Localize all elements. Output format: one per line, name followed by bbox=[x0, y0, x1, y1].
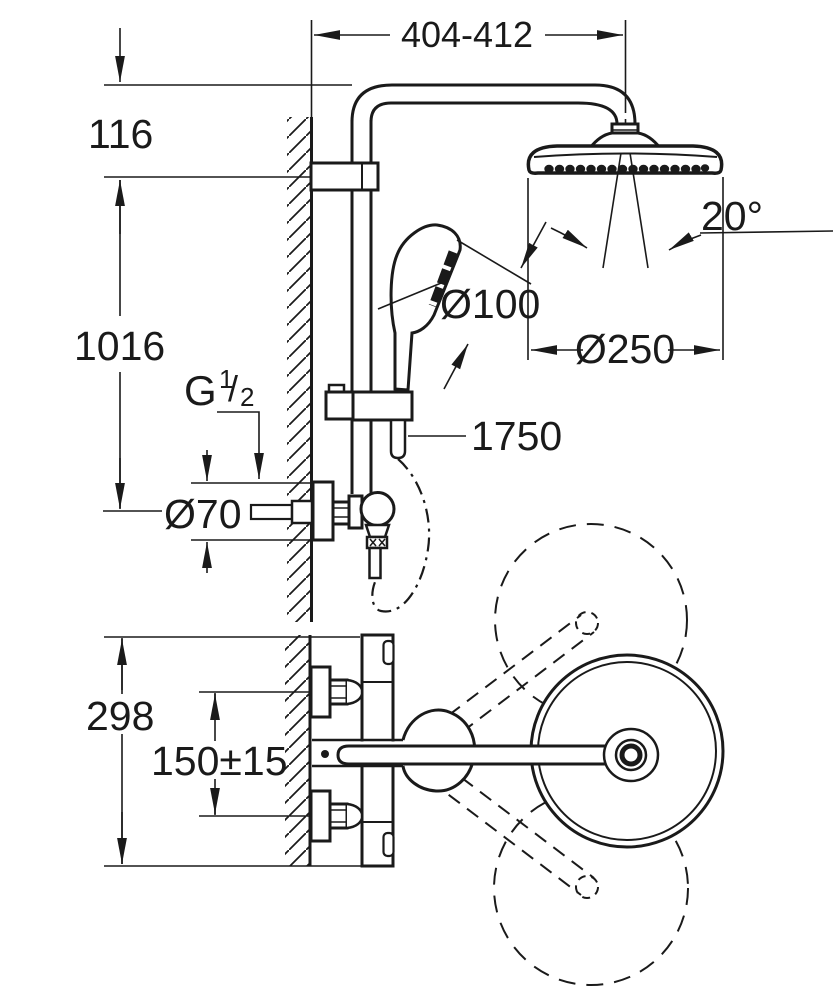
plan-view bbox=[104, 523, 725, 986]
front-view bbox=[103, 20, 834, 622]
dim-150-label: 150±15 bbox=[151, 738, 288, 784]
shower-arm bbox=[350, 83, 637, 125]
dim-escutcheon-label: Ø70 bbox=[164, 491, 242, 537]
dim-298-label: 298 bbox=[86, 693, 154, 739]
wall-front bbox=[287, 20, 313, 622]
dim-thread-leader bbox=[217, 411, 264, 479]
dim-hand-diameter-label: Ø100 bbox=[440, 281, 540, 327]
dim-head-diameter bbox=[527, 177, 724, 360]
dim-thread-label: G 1 / 2 bbox=[184, 364, 254, 414]
dim-supply-150 bbox=[199, 691, 311, 817]
hand-shower bbox=[389, 223, 462, 392]
diverter-knob bbox=[359, 491, 396, 527]
spray-cone bbox=[550, 152, 834, 269]
dim-body-298 bbox=[104, 636, 381, 867]
wall-plan bbox=[285, 635, 312, 866]
supply-nipple bbox=[249, 499, 314, 525]
labels: 404-412 116 1016 20° Ø100 Ø250 G 1 / 2 1… bbox=[74, 14, 763, 784]
svg-text:/: / bbox=[228, 368, 238, 409]
head-shower bbox=[526, 20, 724, 175]
dim-404-412-label: 404-412 bbox=[401, 14, 533, 55]
dim-116-label: 116 bbox=[88, 111, 153, 157]
svg-text:2: 2 bbox=[240, 382, 254, 412]
wall-bracket bbox=[309, 161, 380, 192]
thermostat-valve bbox=[311, 480, 396, 580]
arm-ball-joint bbox=[602, 727, 660, 783]
nozzle-row bbox=[544, 164, 710, 174]
svg-text:1: 1 bbox=[219, 364, 233, 394]
mounting-dot bbox=[321, 750, 329, 758]
swivel-arm-solid bbox=[336, 744, 642, 766]
dim-hand-diameter bbox=[377, 221, 547, 390]
svg-text:G: G bbox=[184, 367, 217, 414]
supply-connection-left bbox=[309, 665, 364, 719]
dim-1016-label: 1016 bbox=[74, 323, 165, 369]
supply-connection-right bbox=[309, 789, 364, 843]
dim-1016 bbox=[103, 180, 162, 512]
shower-hose bbox=[371, 458, 431, 613]
dim-hose-label: 1750 bbox=[471, 413, 562, 459]
hand-shower-holder bbox=[324, 383, 414, 460]
dim-head-diameter-label: Ø250 bbox=[575, 326, 675, 372]
hand-shower-face bbox=[428, 250, 458, 308]
dim-escutcheon bbox=[191, 450, 314, 573]
dim-angle-label: 20° bbox=[701, 193, 763, 239]
